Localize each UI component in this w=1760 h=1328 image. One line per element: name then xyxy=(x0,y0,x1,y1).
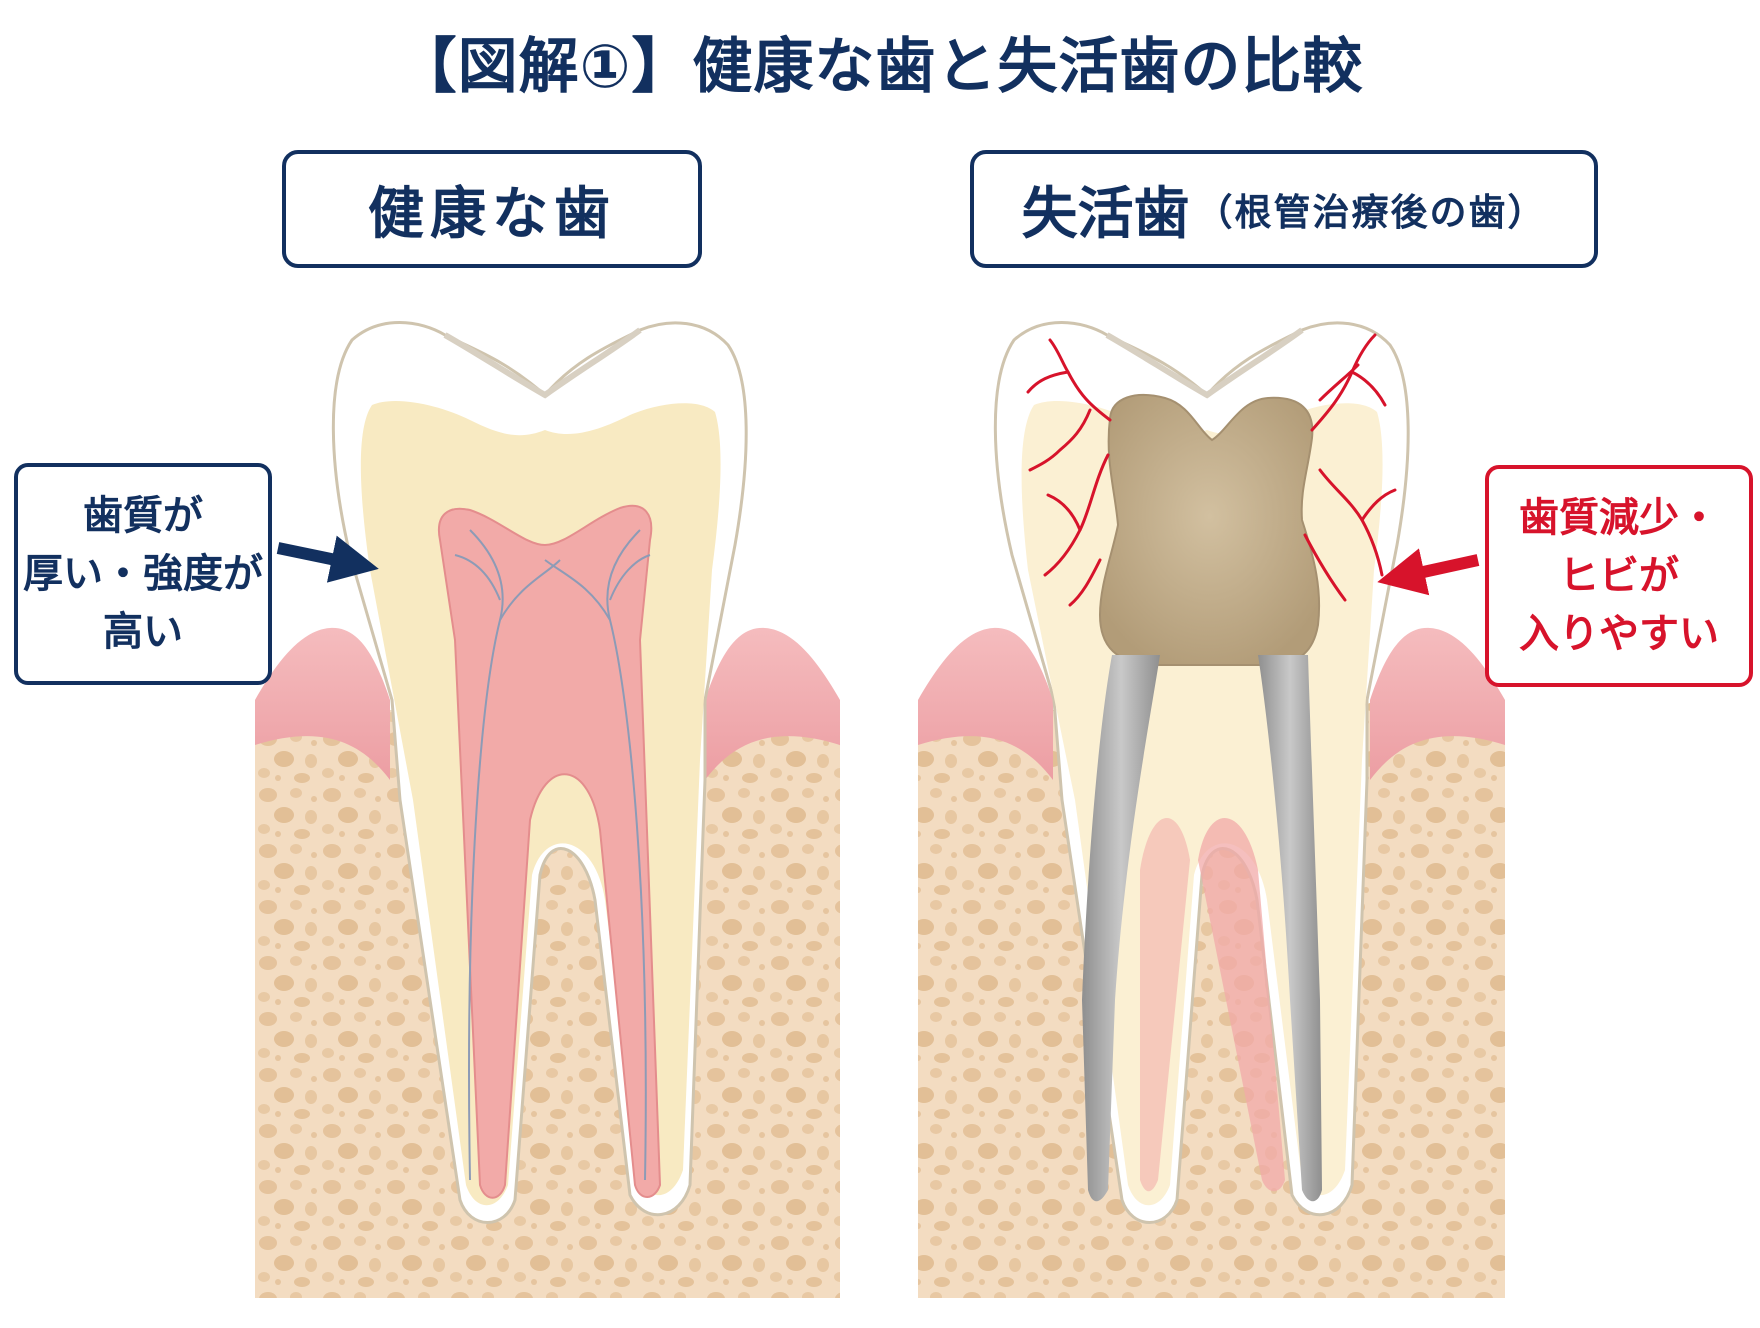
occlusal-groove-left xyxy=(443,327,642,399)
callout-devital: 歯質減少・ ヒビが 入りやすい xyxy=(1485,465,1753,687)
callout-devital-line-2: ヒビが xyxy=(1559,553,1679,599)
gum-left-2 xyxy=(705,627,840,780)
callout-healthy: 歯質が 厚い・強度が 高い xyxy=(14,463,272,685)
occlusal-groove-right xyxy=(1105,327,1304,399)
callout-devital-line-3: 入りやすい xyxy=(1519,611,1719,657)
callout-healthy-line-3: 高い xyxy=(103,609,183,655)
panel-label-devital-text: 失活歯 xyxy=(1021,181,1190,247)
panel-label-devital: 失活歯（根管治療後の歯） xyxy=(970,150,1598,268)
callout-healthy-line-1: 歯質が xyxy=(83,493,203,539)
arrow-left-icon xyxy=(1377,548,1480,596)
devital-tooth-diagram xyxy=(918,321,1505,1298)
nerve-fibers-left xyxy=(454,529,651,1181)
callout-healthy-line-2: 厚い・強度が xyxy=(23,551,263,597)
panel-label-healthy: 健康な歯 xyxy=(282,150,702,268)
pulp-remnant-right xyxy=(1198,817,1285,1192)
arrow-right-icon xyxy=(276,535,379,583)
callout-devital-line-1: 歯質減少・ xyxy=(1519,495,1719,541)
pulp-remnant-right-2 xyxy=(1140,817,1190,1192)
panel-sublabel-devital: （根管治療後の歯） xyxy=(1195,191,1547,234)
gum-right-2 xyxy=(1370,627,1505,780)
crack-lines xyxy=(1026,333,1397,607)
gum-left xyxy=(255,627,390,780)
gum-right xyxy=(918,627,1053,780)
root-filling-left xyxy=(1082,655,1160,1202)
healthy-tooth-diagram xyxy=(255,321,840,1298)
page-title: 【図解①】健康な歯と失活歯の比較 xyxy=(396,32,1364,102)
pulp-left xyxy=(437,504,662,1199)
root-filling-right xyxy=(1258,655,1322,1202)
panel-label-healthy-text: 健康な歯 xyxy=(368,181,616,247)
